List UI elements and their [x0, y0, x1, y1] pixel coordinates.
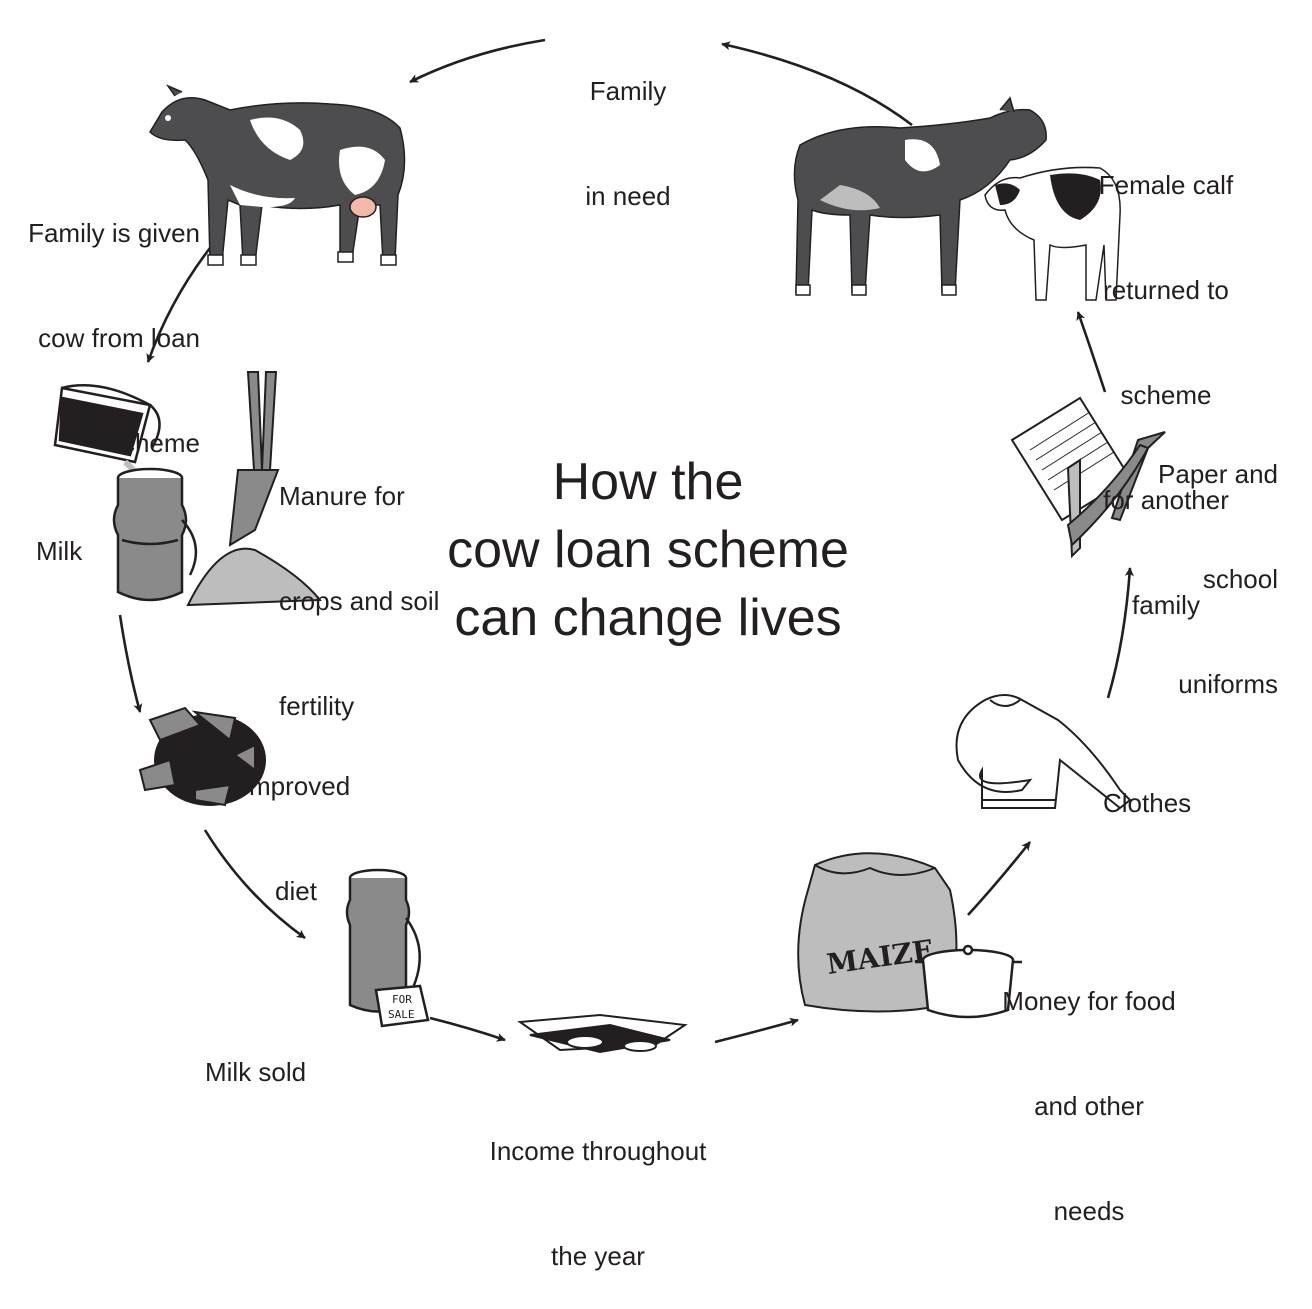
food-bowl-illustration — [138, 706, 266, 807]
label-female-calf: Female calf returned to scheme for anoth… — [1083, 98, 1249, 658]
label-line: Income throughout — [489, 1136, 707, 1166]
label-line: scheme — [108, 428, 200, 458]
label-line: fertility — [279, 691, 355, 721]
label-income: Income throughout the year — [448, 1064, 748, 1309]
label-clothes: Clothes — [1103, 716, 1191, 856]
sweater-illustration — [955, 694, 1132, 810]
arrow-clothes-to-paper — [1106, 567, 1134, 699]
label-improved-diet: Improved diet — [236, 699, 356, 944]
diagram-artwork: FOR SALE MAIZE — [53, 38, 1166, 1054]
label-line: Manure for — [279, 481, 405, 511]
maize-sack-illustration: MAIZE — [797, 852, 958, 1013]
arrow-diet-to-sold — [203, 829, 306, 940]
label-money: Money for food and other needs — [984, 914, 1194, 1264]
milk-churn-illustration — [112, 467, 198, 602]
money-illustration — [517, 1013, 688, 1054]
milk-bucket-illustration — [53, 384, 161, 482]
school-items-illustration — [1010, 396, 1166, 559]
label-given-cow: Family is given cow from loan scheme — [2, 146, 200, 496]
arrow-income-to-money — [714, 1017, 799, 1044]
label-line: Improved — [241, 771, 351, 801]
label-line: Family — [589, 76, 667, 106]
label-line: returned to — [1103, 275, 1229, 305]
arrow-money-to-clothes — [967, 841, 1032, 916]
label-line: crops and soil — [279, 586, 440, 616]
label-line: needs — [1053, 1196, 1125, 1226]
label-line: the year — [551, 1241, 645, 1271]
label-line: scheme — [1120, 380, 1212, 410]
cycle-arrows — [118, 38, 1134, 1044]
for-sale-tag-text-2: SALE — [388, 1008, 415, 1021]
arrow-sold-to-income — [429, 1016, 506, 1042]
label-line: Female calf — [1098, 170, 1234, 200]
title-line-2: cow loan scheme — [447, 521, 849, 579]
label-line: diet — [275, 876, 317, 906]
manure-fork-illustration — [186, 371, 323, 607]
label-line: Paper and — [1158, 459, 1278, 489]
arrow-calf-to-need — [721, 41, 913, 127]
label-line: uniforms — [1178, 669, 1278, 699]
arrow-paper-to-calf — [1076, 311, 1107, 393]
label-line: family — [1132, 590, 1200, 620]
label-line: Family is given — [28, 218, 200, 248]
for-sale-tag-text: FOR — [392, 993, 412, 1006]
cow-illustration — [149, 84, 406, 266]
label-line: in need — [585, 181, 671, 211]
title-line-3: can change lives — [454, 589, 842, 647]
label-line: and other — [1034, 1091, 1144, 1121]
cow-and-calf-illustration — [793, 96, 1121, 301]
label-line: Clothes — [1103, 788, 1192, 818]
arrow-milk-to-diet — [118, 614, 143, 713]
label-milk-sold: Milk sold — [205, 985, 306, 1125]
arrow-need-to-cow — [409, 38, 546, 84]
label-family-in-need: Family in need — [548, 4, 708, 249]
cooking-pot-illustration — [915, 944, 1022, 1019]
title-line-1: How the — [552, 453, 744, 511]
label-line: Money for food — [1002, 986, 1176, 1016]
label-line: cow from loan — [38, 323, 200, 353]
label-milk: Milk — [36, 464, 82, 604]
churn-for-sale-illustration: FOR SALE — [345, 868, 430, 1028]
label-paper-uniforms: Paper and school uniforms — [1130, 387, 1278, 737]
label-line: for another — [1103, 485, 1229, 515]
arrow-cow-to-milk — [146, 247, 212, 363]
label-line: school — [1202, 564, 1278, 594]
label-manure: Manure for crops and soil fertility — [279, 409, 439, 759]
diagram-title: How the cow loan scheme can change lives — [398, 448, 898, 652]
cow-loan-cycle-diagram: FOR SALE MAIZE How the cow loan scheme c… — [2, 4, 1278, 1271]
label-line: Milk — [36, 536, 83, 566]
label-line: Milk sold — [205, 1057, 307, 1087]
